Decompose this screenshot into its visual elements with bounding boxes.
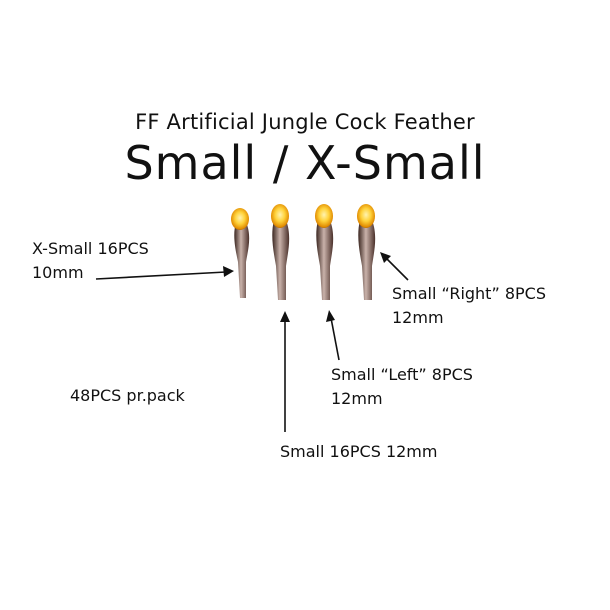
- pack-quantity: 48PCS pr.pack: [70, 386, 185, 405]
- label-xsmall: X-Small 16PCS 10mm: [32, 237, 149, 285]
- feather-small: [271, 204, 290, 300]
- product-subtitle: FF Artificial Jungle Cock Feather: [135, 110, 475, 134]
- label-xsmall-line2: 10mm: [32, 263, 84, 282]
- label-small-left-line2: 12mm: [331, 389, 383, 408]
- feather-small-right: [357, 204, 376, 300]
- label-small: Small 16PCS 12mm: [280, 442, 438, 461]
- label-small-left-line1: Small “Left” 8PCS: [331, 365, 473, 384]
- label-small-right-line2: 12mm: [392, 308, 444, 327]
- label-xsmall-line1: X-Small 16PCS: [32, 239, 149, 258]
- arrow-xsmall: [95, 266, 234, 280]
- arrow-small: [280, 311, 290, 432]
- arrow-small-left: [326, 310, 340, 361]
- feather-xsmall: [231, 208, 250, 298]
- label-small-left: Small “Left” 8PCS 12mm: [331, 363, 473, 411]
- feather-small-left: [315, 204, 334, 300]
- label-small-right: Small “Right” 8PCS 12mm: [392, 282, 546, 330]
- arrow-small-right: [380, 252, 409, 281]
- page-title: Small / X-Small: [124, 136, 486, 190]
- label-small-right-line1: Small “Right” 8PCS: [392, 284, 546, 303]
